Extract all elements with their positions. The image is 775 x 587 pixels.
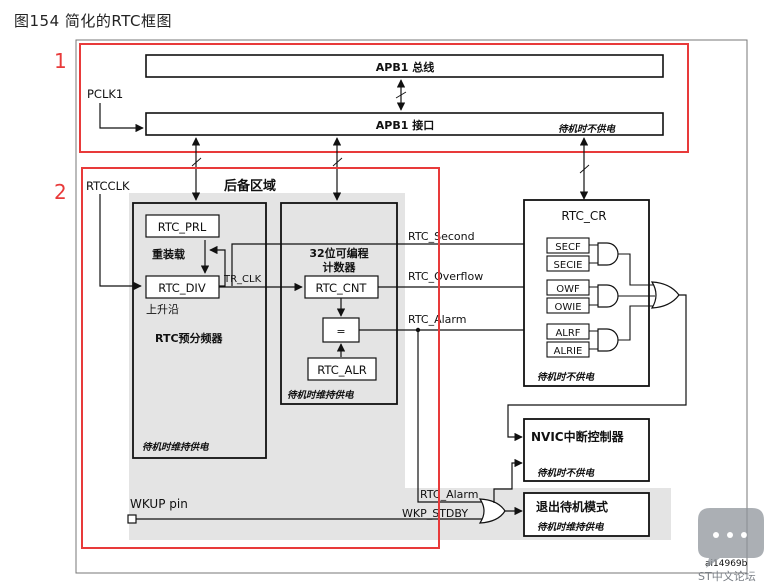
- apb1-standby-label: 待机时不供电: [558, 123, 617, 135]
- alrf-label: ALRF: [555, 328, 580, 339]
- figure-title: 图154 简化的RTC框图: [14, 12, 172, 30]
- exit-standby-block: [523, 492, 650, 537]
- nvic-block: [523, 418, 650, 482]
- rtc-alr-box: [307, 357, 377, 381]
- slash-c: [579, 164, 590, 174]
- rtc-div-label: RTC_DIV: [158, 281, 206, 295]
- figure-border: [75, 39, 748, 574]
- wkup-pin-label: WKUP pin: [130, 497, 188, 511]
- slash-a: [191, 157, 202, 167]
- apb1-bus-box: [145, 54, 664, 78]
- prescaler-standby: 待机时维持供电: [142, 441, 210, 453]
- owf-label: OWF: [556, 284, 580, 295]
- and-gate-overflow: [589, 284, 619, 308]
- exit-standby-label: 退出待机模式: [536, 499, 608, 514]
- apb1-interface-label: APB1 接口: [376, 118, 434, 132]
- owie-label: OWIE: [554, 302, 581, 313]
- rtc-cnt-label: RTC_CNT: [316, 281, 368, 295]
- rtc-cr-label: RTC_CR: [561, 209, 606, 223]
- or-gate: [650, 281, 680, 309]
- slash-b: [332, 157, 343, 167]
- or-in-1: [618, 253, 655, 286]
- rtcclk-line: [99, 194, 142, 291]
- rtcclk-label: RTCCLK: [86, 179, 130, 193]
- rtc-second-label: RTC_Second: [408, 230, 475, 243]
- pclk1-line: [99, 103, 144, 133]
- and-gate-alarm: [589, 328, 619, 352]
- wakeup-or-gate: [478, 498, 506, 524]
- counter-block: [280, 202, 398, 405]
- wakeup-to-nvic: [493, 458, 523, 503]
- div-reload-feedback: [209, 245, 226, 287]
- rtc-prl-label: RTC_PRL: [158, 220, 207, 234]
- alrie-label: ALRIE: [554, 346, 583, 357]
- wkup-pin-square: [127, 514, 137, 524]
- highlight-box-2: [81, 167, 440, 549]
- rtc-overflow-label: RTC_Overflow: [408, 270, 483, 283]
- rtc-alr-label: RTC_ALR: [317, 363, 367, 377]
- pclk1-label: PCLK1: [87, 87, 123, 101]
- or-to-nvic: [507, 294, 687, 442]
- rtc-alarm-bottom-label: RTC_Alarm: [420, 488, 478, 501]
- bus-slash: [395, 91, 407, 99]
- reload-label: 重装载: [152, 247, 185, 261]
- counter-title-2: 计数器: [323, 260, 357, 274]
- secf-label: SECF: [555, 242, 581, 253]
- prescaler-title: RTC预分频器: [155, 331, 224, 345]
- apb1-interface-box: [145, 112, 664, 136]
- marker-1: 1: [54, 49, 67, 73]
- wkp-stdby-label: WKP_STDBY: [402, 507, 468, 520]
- prescaler-block: [132, 202, 267, 459]
- apb1-bus-label: APB1 总线: [376, 60, 434, 74]
- exit-standby-power: 待机时维持供电: [537, 521, 605, 533]
- highlight-box-1: [79, 43, 689, 153]
- and-gate-second: [589, 242, 619, 266]
- comparator-label: =: [336, 325, 345, 338]
- chat-bubble-icon: [698, 508, 764, 568]
- trclk-label: TR_CLK: [223, 274, 262, 285]
- figure-code: ai14969b: [705, 559, 748, 569]
- or-in-3: [618, 305, 655, 341]
- rtc-prl-box: [145, 214, 220, 238]
- rtccr-standby: 待机时不供电: [537, 371, 596, 383]
- counter-title-1: 32位可编程: [309, 246, 368, 260]
- watermark-text: ST中文论坛: [698, 569, 756, 583]
- counter-standby: 待机时维持供电: [287, 389, 355, 401]
- comparator-box: [322, 317, 360, 343]
- rtc-alarm-label: RTC_Alarm: [408, 313, 466, 326]
- marker-2: 2: [54, 180, 67, 204]
- rising-edge-label: 上升沿: [146, 303, 179, 316]
- nvic-standby: 待机时不供电: [537, 467, 596, 479]
- secie-label: SECIE: [554, 260, 583, 271]
- alarm-to-wakeup: [417, 330, 482, 503]
- nvic-label: NVIC中断控制器: [531, 429, 625, 444]
- backup-domain-label: 后备区域: [224, 178, 276, 194]
